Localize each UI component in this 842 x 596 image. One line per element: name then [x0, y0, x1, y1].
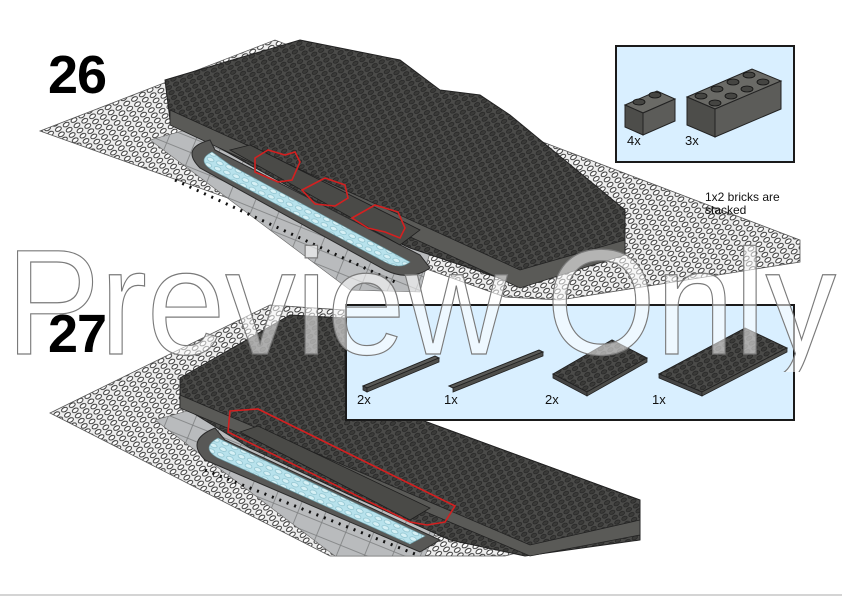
- part-quantity: 2x: [357, 392, 371, 407]
- step-26-model: [38, 39, 801, 301]
- step-number: 26: [48, 45, 107, 105]
- step-number: 27: [48, 304, 107, 364]
- brick-1x2-icon: [623, 90, 677, 136]
- parts-callout: 2x 1x 2x 1x: [345, 304, 795, 421]
- step-27-model: [49, 304, 641, 558]
- part-quantity: 3x: [685, 133, 699, 148]
- page-bottom-divider: [0, 594, 842, 596]
- brick-2x4-icon: [685, 68, 783, 138]
- parts-callout: 4x 3x: [615, 45, 795, 163]
- part-quantity: 1x: [652, 392, 666, 407]
- plate-4x8-icon: [657, 327, 789, 397]
- highlight-outline: [254, 149, 301, 183]
- highlight-outline: [300, 177, 349, 207]
- plate-1x8-icon: [447, 349, 545, 393]
- part-quantity: 1x: [444, 392, 458, 407]
- step-note: 1x2 bricks are stacked: [705, 190, 780, 217]
- plate-1x6-icon: [361, 355, 441, 393]
- highlight-outline: [227, 408, 457, 526]
- part-quantity: 2x: [545, 392, 559, 407]
- plate-4x6-icon: [551, 339, 649, 397]
- highlight-outline: [350, 204, 406, 240]
- part-quantity: 4x: [627, 133, 641, 148]
